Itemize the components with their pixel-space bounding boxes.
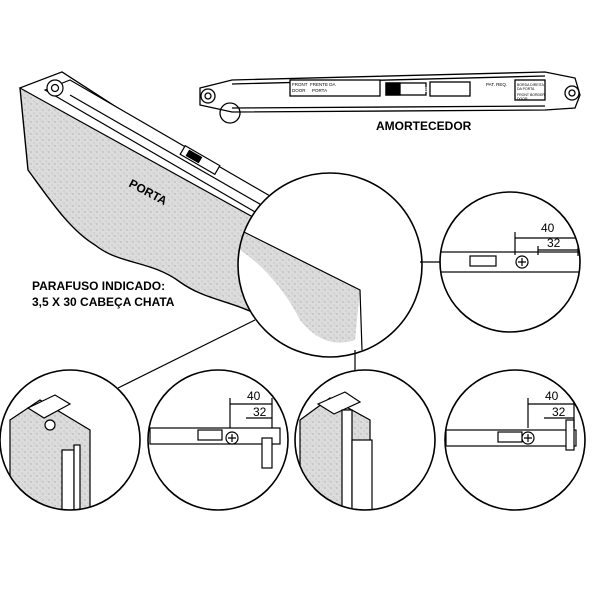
zoom-circle-main <box>237 172 423 358</box>
damper-text-porta: PORTA <box>312 88 327 93</box>
dimension-40-right: 40 <box>541 221 555 235</box>
dimension-32-right: 32 <box>547 236 561 250</box>
detail-circle-bottom-4: 40 32 <box>444 369 586 511</box>
detail-circle-bottom-2: 40 32 <box>147 369 289 511</box>
dimension-40-b2: 40 <box>247 389 261 403</box>
screw-label-line1: PARAFUSO INDICADO: <box>32 279 165 293</box>
detail-circle-bottom-1 <box>0 369 141 511</box>
dimension-32-b4: 32 <box>552 405 566 419</box>
damper-text-front: FRONT <box>292 82 308 87</box>
damper-text-right-border2: DOOR <box>517 97 528 101</box>
damper-text-right-side2: DA PORTA <box>517 87 535 91</box>
damper-illustration <box>199 71 581 124</box>
dimension-40-b4: 40 <box>545 389 559 403</box>
damper-printed-text: FRONT DOOR FRENTE DA PORTA JOBLINE PAT. … <box>292 82 545 101</box>
dimension-32-b2: 32 <box>253 405 267 419</box>
detail-circle-right: 40 32 <box>439 191 581 333</box>
screw-label-line2: 3,5 X 30 CABEÇA CHATA <box>32 295 175 309</box>
detail-circle-bottom-3 <box>294 369 436 511</box>
damper-label: AMORTECEDOR <box>376 119 472 133</box>
damper-text-right-border: FRONT BORDER <box>517 93 545 97</box>
damper-text-right-side: BORDA DIREITA <box>517 83 544 87</box>
damper-text-pat: PAT. REQ. <box>486 82 507 87</box>
damper-text-brand: JOBLINE <box>402 88 428 94</box>
damper-text-frente: FRENTE DA <box>310 82 336 87</box>
connector-lines <box>117 261 440 389</box>
damper-text-door: DOOR <box>292 88 306 93</box>
